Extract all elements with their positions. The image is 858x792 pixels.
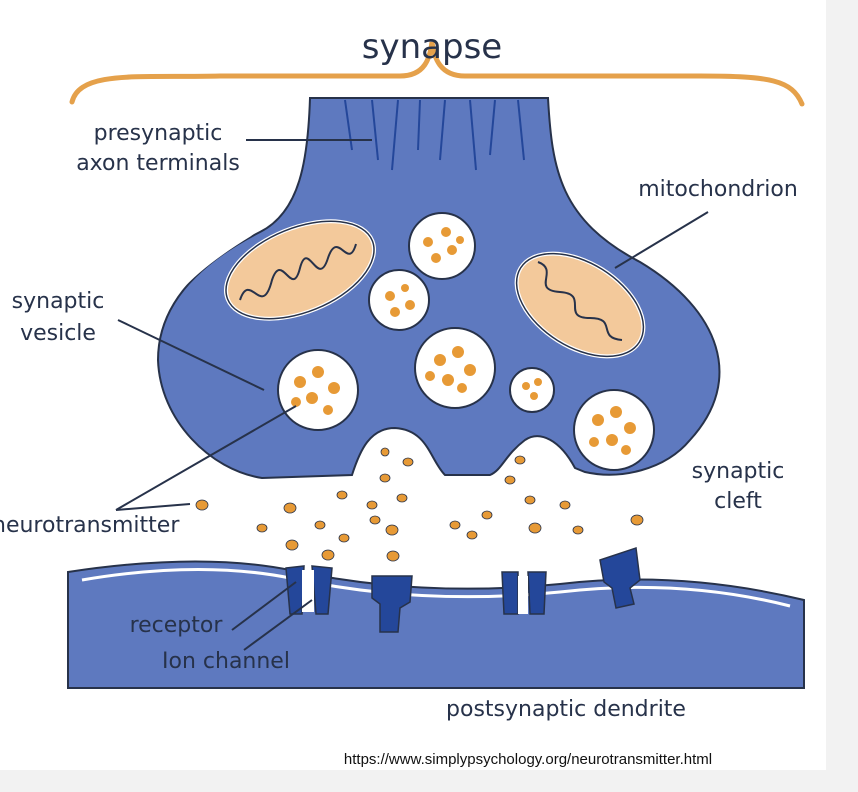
label-presynaptic-line1: presynaptic [94, 121, 223, 146]
postsynaptic-membrane-highlight [81, 567, 791, 608]
ion-channel [501, 571, 547, 615]
vesicle [573, 389, 655, 471]
leader-lines [115, 139, 709, 651]
vesicle [509, 367, 555, 413]
label-receptor: receptor [130, 613, 224, 638]
vesicle [277, 349, 359, 431]
neurotransmitter-dots [195, 447, 644, 562]
label-mitochondrion: mitochondrion [638, 177, 798, 202]
label-postsynaptic: postsynaptic dendrite [446, 697, 686, 722]
source-url: https://www.simplypsychology.org/neurotr… [344, 751, 712, 768]
axon-streaks [344, 99, 525, 171]
label-cleft-line1: synaptic [692, 459, 785, 484]
label-cleft-line2: cleft [714, 489, 762, 514]
label-vesicle-line2: vesicle [20, 321, 96, 346]
vesicle [408, 212, 476, 280]
label-vesicle-line1: synaptic [12, 289, 105, 314]
label-neurotransmitter: neurotransmitter [0, 513, 180, 538]
receptor [599, 546, 641, 609]
vesicle [368, 269, 430, 331]
presynaptic-membrane-highlight [148, 103, 361, 488]
mitochondrion-right [514, 251, 646, 359]
vesicles [277, 212, 655, 471]
receptor [371, 575, 413, 633]
label-ion-channel: Ion channel [162, 649, 290, 674]
mitochondrion-left [223, 219, 377, 321]
ion-channel [285, 565, 333, 615]
label-presynaptic-line2: axon terminals [76, 151, 240, 176]
vesicle [414, 327, 496, 409]
synapse-brace [69, 41, 805, 107]
diagram-title: synapse [362, 27, 502, 67]
